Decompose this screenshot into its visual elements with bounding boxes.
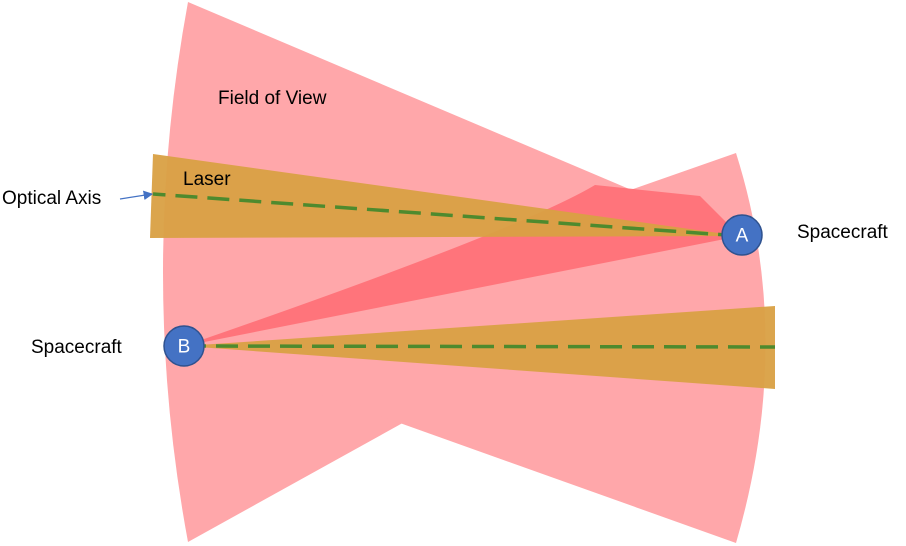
spacecraft-b-letter: B xyxy=(178,337,191,358)
optical-axis-b xyxy=(183,344,776,349)
optical-axis-pointer-arrow xyxy=(119,190,154,201)
spacecraft-b-label: Spacecraft xyxy=(31,337,122,358)
optical-axis-label: Optical Axis xyxy=(2,188,102,209)
spacecraft-b-node: B xyxy=(163,325,205,367)
spacecraft-a-node: A xyxy=(721,214,763,256)
optical-axis-a xyxy=(152,192,741,238)
laser-beam-a xyxy=(150,154,740,238)
spacecraft-a-label: Spacecraft xyxy=(797,222,888,243)
field-of-view-label: Field of View xyxy=(218,88,327,109)
spacecraft-a-letter: A xyxy=(736,226,749,247)
laser-label: Laser xyxy=(183,169,231,190)
